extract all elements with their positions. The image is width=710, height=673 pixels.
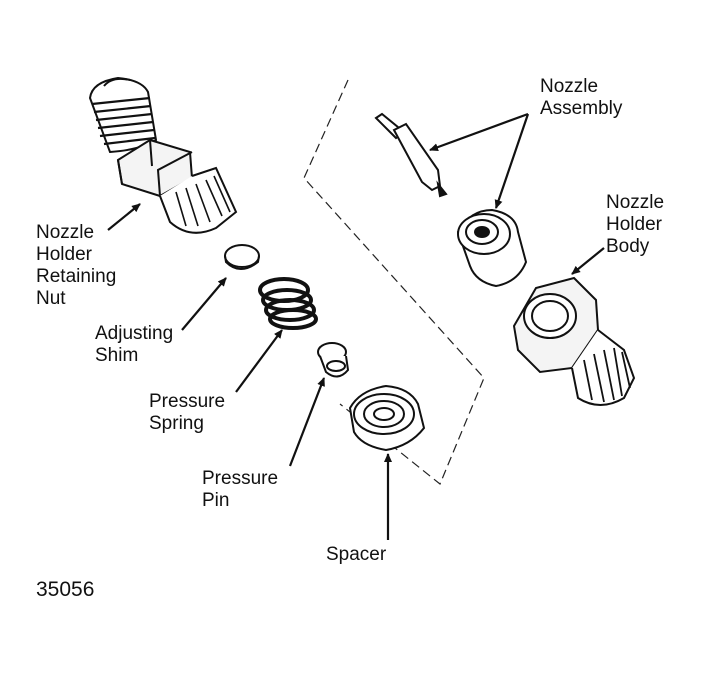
nozzle-assembly-part (456, 208, 528, 288)
nozzle-pintle-part (374, 112, 448, 198)
pressure-spring-part (258, 277, 318, 330)
arrow-nozzle-assembly-1 (429, 112, 529, 152)
label-pressure-pin: Pressure Pin (202, 468, 279, 511)
figure-number: 35056 (36, 578, 95, 601)
holder-body-part (512, 276, 636, 406)
retaining-nut-part (88, 76, 238, 234)
arrow-pressure-pin (288, 377, 326, 467)
label-pressure-spring: Pressure Spring (149, 391, 226, 434)
label-holder-body: Nozzle Holder Body (606, 192, 665, 257)
label-retaining-nut: Nozzle Holder Retaining Nut (36, 222, 117, 309)
label-adjusting-shim: Adjusting Shim (95, 323, 174, 366)
leader-arrows (107, 112, 605, 540)
spacer-part (348, 384, 426, 452)
label-spacer: Spacer (326, 544, 387, 565)
label-nozzle-assembly: Nozzle Assembly (540, 76, 623, 119)
arrow-adjusting-shim (181, 277, 227, 331)
pressure-pin-part (317, 342, 350, 378)
arrow-pressure-spring (235, 329, 283, 393)
arrow-holder-body (571, 247, 605, 275)
adjusting-shim-part (224, 244, 260, 270)
arrow-retaining-nut (107, 203, 141, 231)
dashed-group-outline (303, 79, 485, 485)
arrow-nozzle-assembly-2 (494, 113, 530, 209)
